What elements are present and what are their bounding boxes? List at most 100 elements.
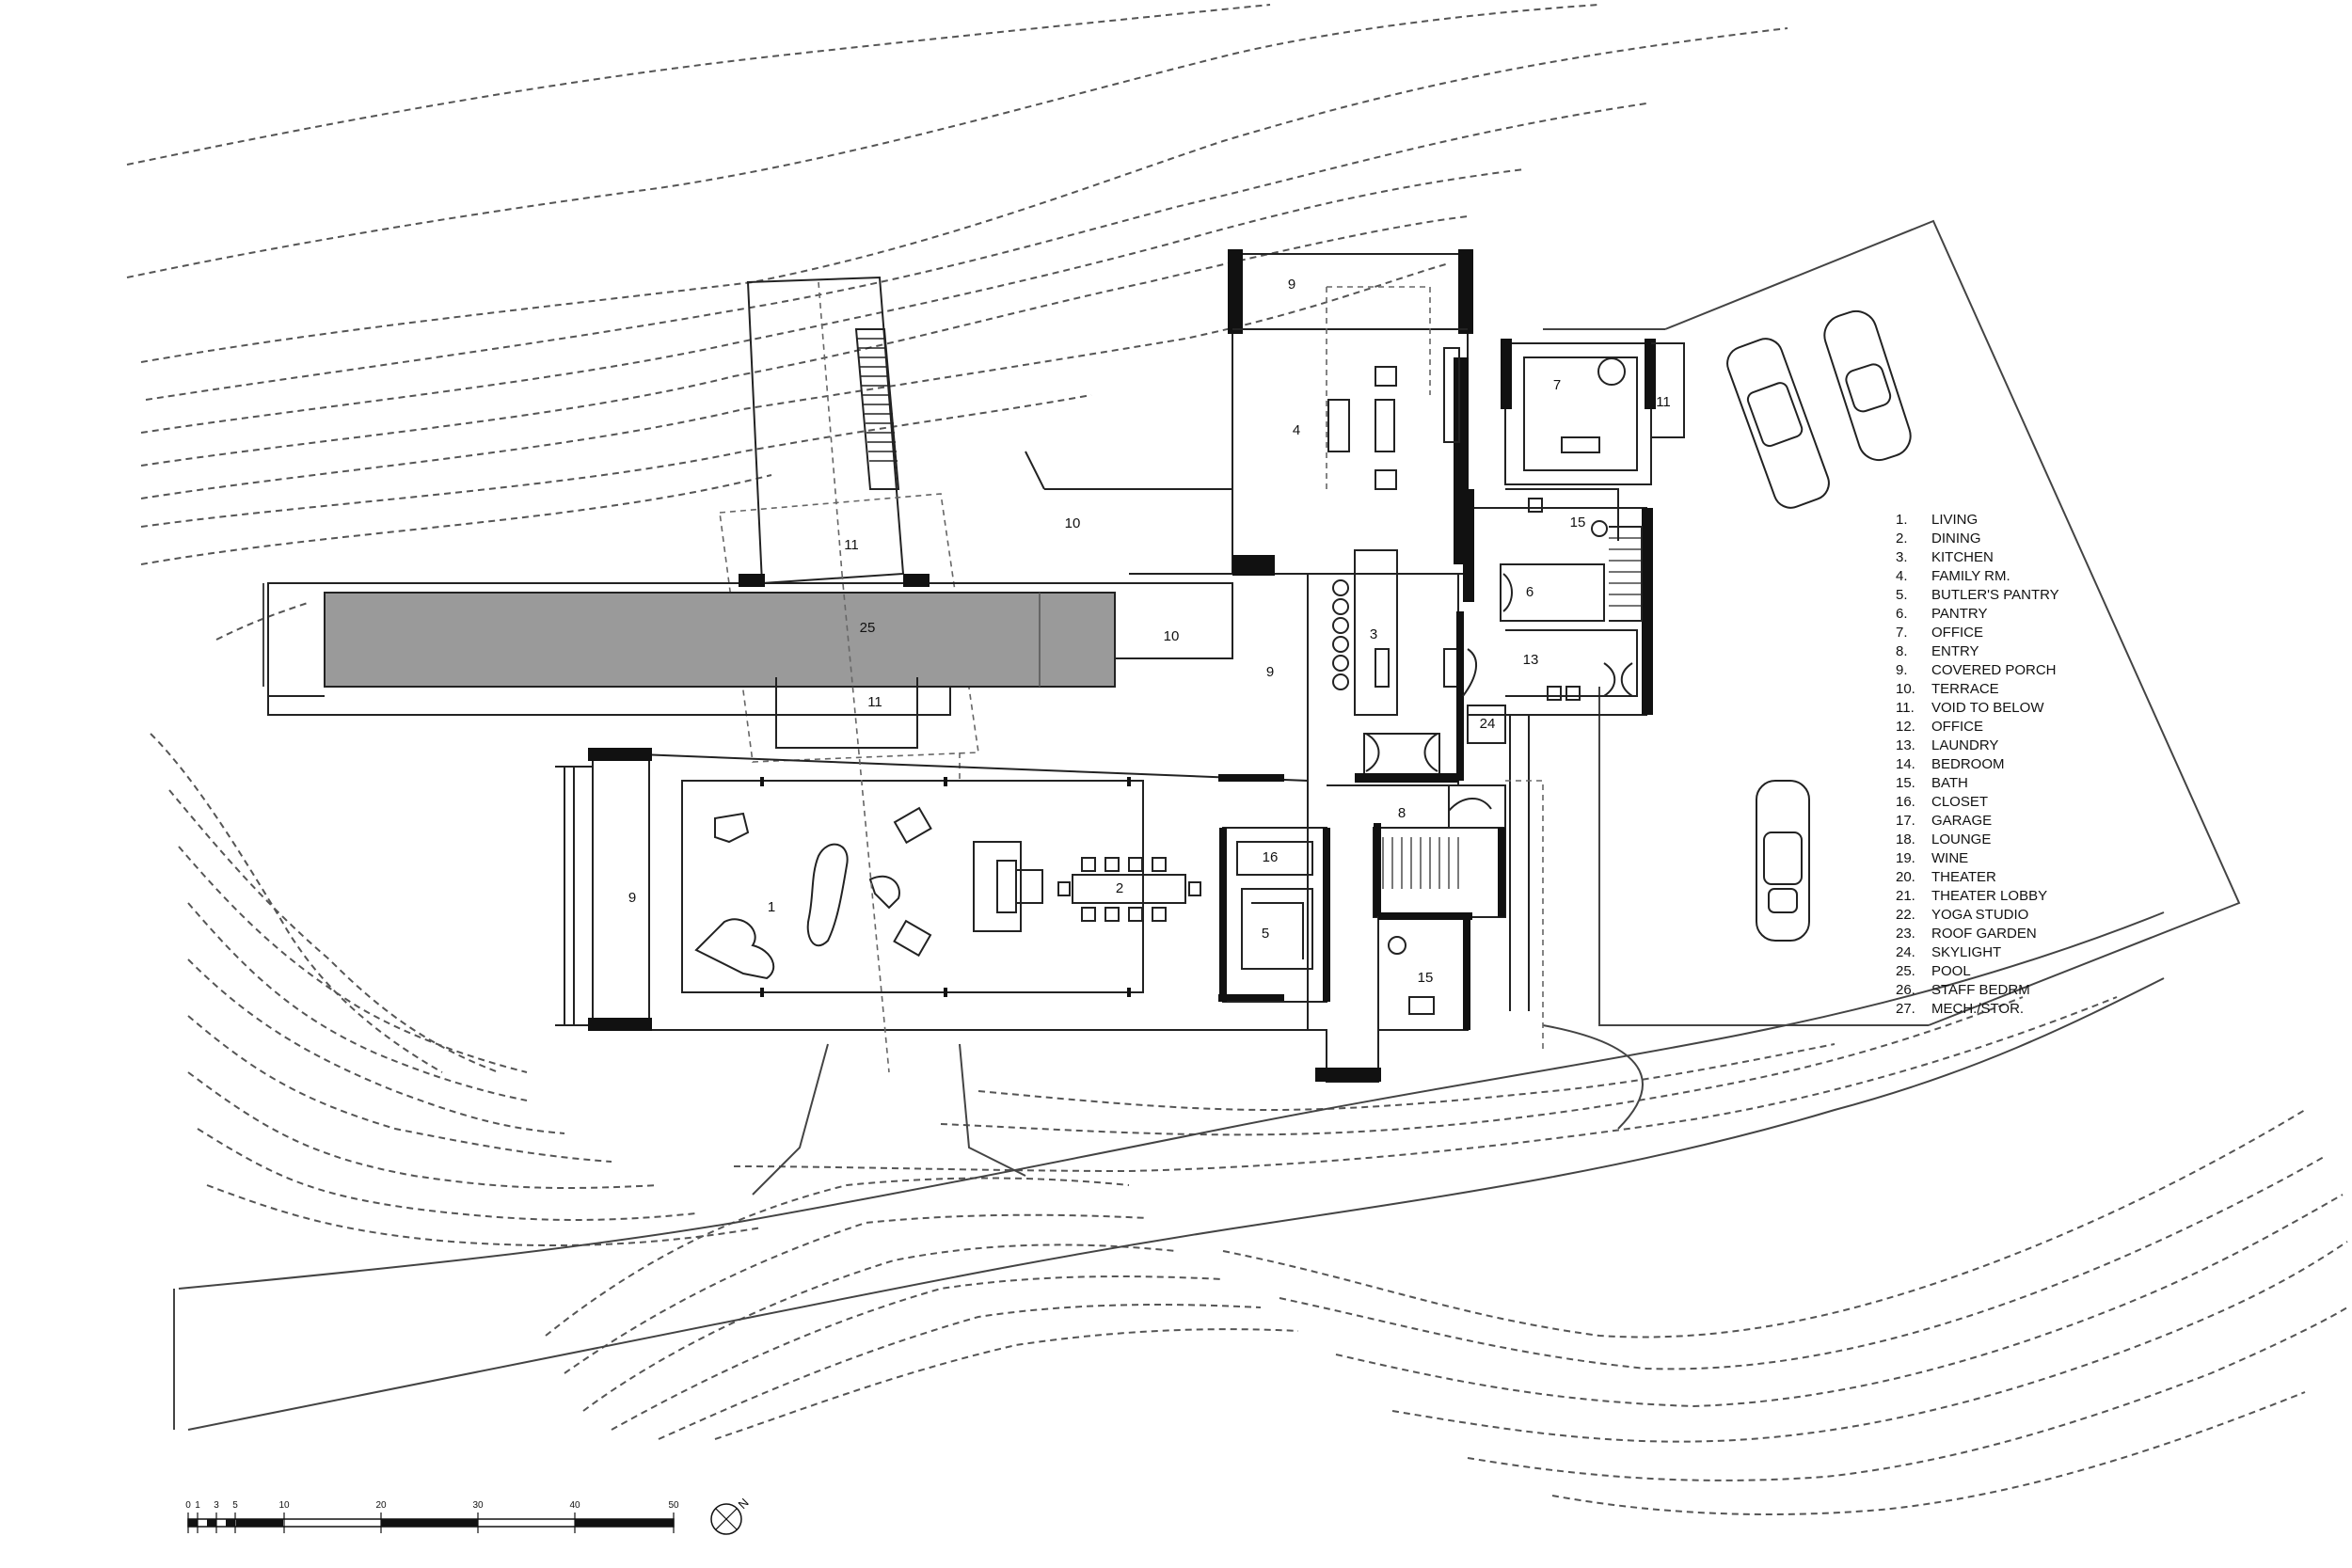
legend-label: MECH./STOR. [1931,1001,2024,1017]
room-label-void-upper: 11 [844,537,859,553]
office-block [1501,339,1685,485]
room-label-kitchen: 3 [1370,626,1377,642]
room-label-porch-left: 9 [628,890,636,906]
legend-num: 4. [1896,568,1908,584]
legend-num: 22. [1896,907,1915,923]
room-label-pantry: 6 [1526,584,1534,600]
legend-label: DINING [1931,531,1981,546]
upper-stair-treads [857,338,898,462]
legend-label: LIVING [1931,512,1978,528]
toilet-icon [1591,520,1608,537]
legend-label: YOGA STUDIO [1931,907,2028,923]
legend-num: 12. [1896,719,1915,735]
room-legend: 1.LIVING 2.DINING 3.KITCHEN 4.FAMILY RM.… [1896,512,2059,1017]
chaise-icon [806,843,849,947]
pool [324,592,1116,688]
scale-tick-label: 50 [668,1500,679,1511]
room-label-terrace-upper: 10 [1065,515,1081,531]
room-label-family: 4 [1293,422,1300,438]
room-label-skylight: 24 [1480,716,1496,732]
car-icon [1726,338,1830,509]
armchair-icon [893,806,932,845]
legend-label: OFFICE [1931,719,1983,735]
room-label-void-lower: 11 [867,694,882,710]
legend-num: 23. [1896,926,1915,942]
room-label-porch-kitchen: 9 [1266,664,1274,680]
legend-label: GARAGE [1931,813,1992,829]
legend-label: ENTRY [1931,643,1979,659]
legend-label: LOUNGE [1931,832,1991,847]
legend-num: 15. [1896,775,1915,791]
legend-label: ROOF GARDEN [1931,926,2037,942]
legend-label: SKYLIGHT [1931,944,2001,960]
service-stair-treads [1609,537,1642,607]
room-label-butlers-pantry: 5 [1262,926,1269,942]
legend-label: TERRACE [1931,681,1999,697]
legend-label: OFFICE [1931,625,1983,641]
armchair-icon [1375,469,1397,490]
legend-num: 27. [1896,1001,1915,1017]
armchair-icon [1375,366,1397,387]
legend-label: KITCHEN [1931,549,1994,565]
coffee-table-icon [996,860,1017,913]
room-label-laundry: 13 [1523,652,1539,668]
legend-num: 1. [1896,512,1908,528]
room-numbers: 1 2 3 4 5 6 7 8 9 9 9 10 10 11 11 11 13 … [628,277,1671,986]
legend-label: BUTLER'S PANTRY [1931,587,2059,603]
armchair-icon [893,919,932,958]
swivel-chair-icon [868,875,900,910]
legend-num: 11. [1896,700,1915,716]
entry-block [1308,715,1544,1083]
legend-num: 21. [1896,888,1915,904]
legend-label: THEATER [1931,869,1996,885]
scale-tick-label: 40 [569,1500,580,1511]
legend-num: 18. [1896,832,1915,847]
dining-chairs [1057,857,1201,922]
scale-tick-label: 10 [278,1500,290,1511]
scale-tick-label: 30 [472,1500,484,1511]
north-arrow-icon: N [710,1496,752,1535]
lounge-chair-icon [714,812,750,844]
pool-deck [267,574,1233,716]
upper-void-bridge [719,276,979,763]
scale-tick-label: 20 [375,1500,387,1511]
legend-num: 10. [1896,681,1915,697]
glazing-mullions [760,777,1131,997]
kitchen-island-icon [1354,549,1398,716]
room-label-bath-lower: 15 [1418,970,1434,986]
legend-num: 5. [1896,587,1908,603]
fireplace-icon [1443,347,1460,443]
legend-num: 16. [1896,794,1915,810]
scale-tick-label: 3 [214,1500,219,1511]
scale-tick-label: 1 [195,1500,200,1511]
sofa-icon [1327,399,1350,452]
room-label-office: 7 [1553,377,1561,393]
room-label-living: 1 [768,899,775,915]
legend-num: 3. [1896,549,1908,565]
sofa-icon [973,841,1022,932]
toilet-icon [1388,936,1406,955]
legend-label: VOID TO BELOW [1931,700,2044,716]
legend-num: 2. [1896,531,1908,546]
legend-label: COVERED PORCH [1931,662,2057,678]
legend-label: PANTRY [1931,606,1987,622]
room-label-dining: 2 [1116,880,1123,896]
contour-lines-upper [126,4,1788,641]
legend-num: 14. [1896,756,1915,772]
pantry-block [1219,827,1330,1003]
room-label-porch-top: 9 [1288,277,1295,293]
legend-num: 9. [1896,662,1908,678]
legend-label: POOL [1931,963,1971,979]
car-icon [1756,780,1810,942]
parked-cars [1726,309,1912,942]
legend-label: CLOSET [1931,794,1988,810]
room-label-entry: 8 [1398,805,1406,821]
living-dining-wing [555,573,1309,1073]
room-label-bath-upper: 15 [1570,515,1586,531]
car-icon [1823,309,1912,462]
legend-num: 25. [1896,963,1915,979]
scale-tick-label: 0 [185,1500,191,1511]
room-label-terrace-lower: 10 [1164,628,1180,644]
scale-tick-label: 5 [232,1500,238,1511]
legend-label: BEDROOM [1931,756,2005,772]
